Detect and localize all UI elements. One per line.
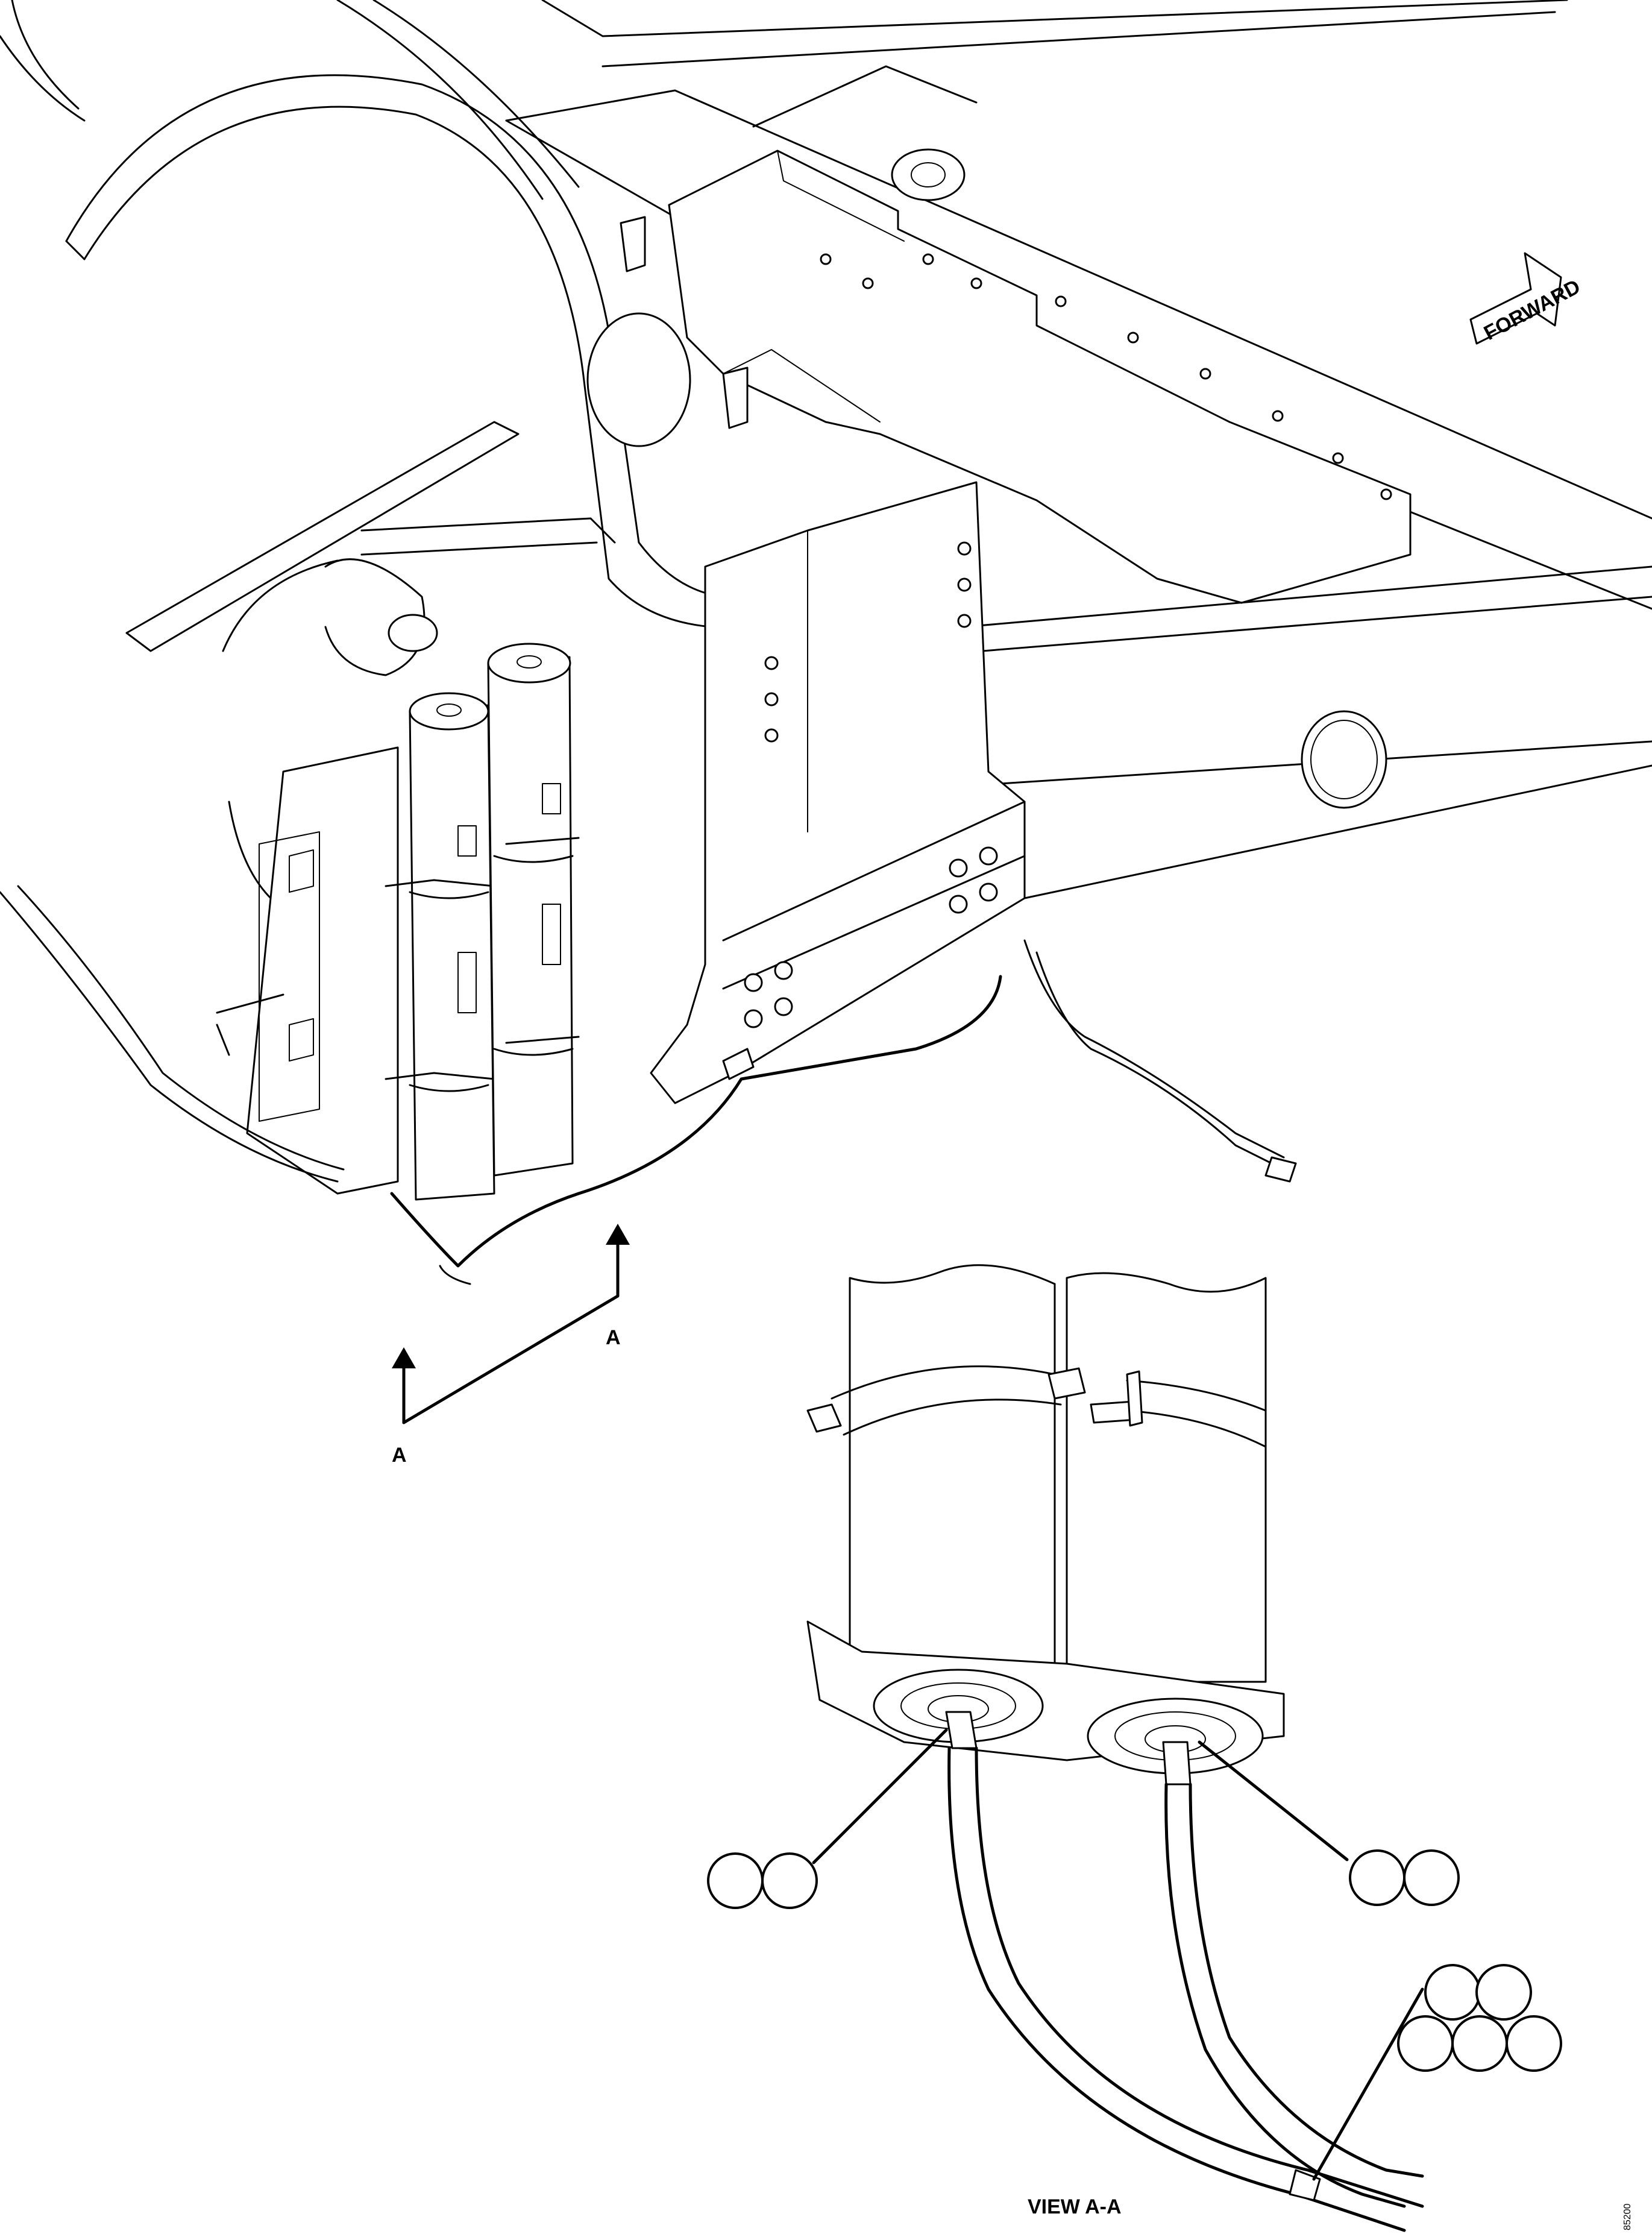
battery-box (216, 746, 399, 1195)
hose-lines (0, 885, 1297, 1285)
detail-view-a-a: VIEW A-A 85200 (806, 1264, 1633, 2232)
callout-left-fitting (707, 1852, 818, 1909)
callout-hose-clamp (1397, 1964, 1562, 2072)
accumulator-tank-left (385, 692, 495, 1201)
accumulator-tank-right (487, 643, 580, 1177)
forward-arrow-icon: FORWARD (1469, 252, 1584, 345)
drawing-id: 85200 (1622, 2203, 1633, 2230)
section-indicator: A A (392, 1224, 630, 1467)
callout-right-fitting (1349, 1849, 1460, 1906)
section-marker-left: A (392, 1444, 407, 1467)
view-caption: VIEW A-A (1028, 2195, 1122, 2218)
section-marker-right: A (606, 1326, 621, 1349)
machine-frame (0, 0, 1652, 1104)
